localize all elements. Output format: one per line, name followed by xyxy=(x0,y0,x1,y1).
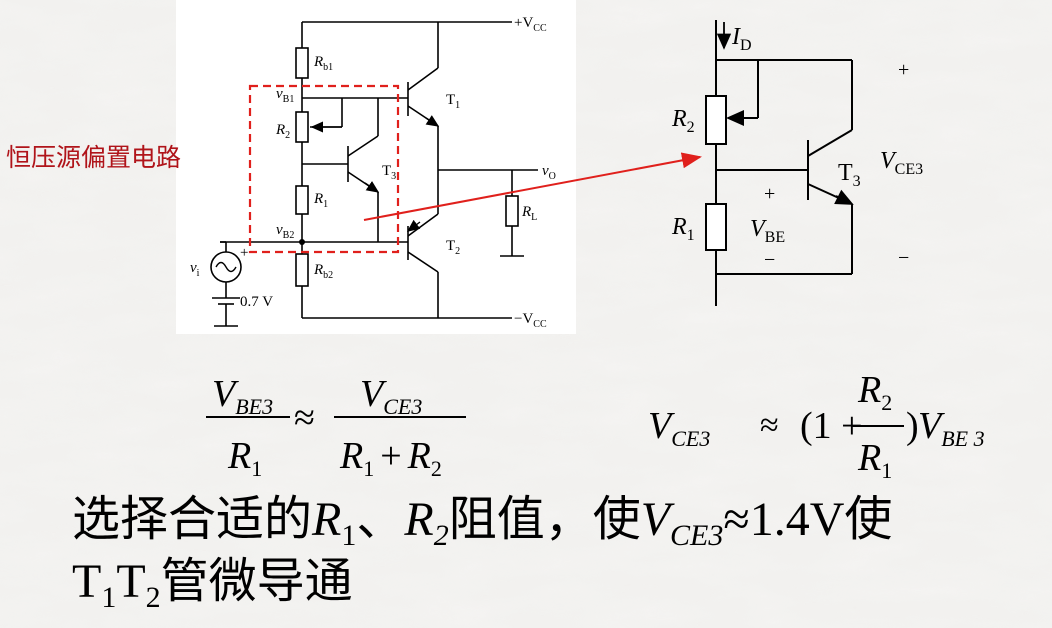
svg-text:≈: ≈ xyxy=(294,397,315,439)
svg-text:R1: R1 xyxy=(857,437,892,483)
resistor-rl xyxy=(505,195,519,227)
svg-text:Rb1: Rb1 xyxy=(313,54,333,73)
resistor-r2 xyxy=(295,111,309,143)
svg-text:R2: R2 xyxy=(857,369,892,415)
r1-label: R xyxy=(313,191,323,207)
vb2-label: v xyxy=(276,222,283,238)
t3-emitter-arrow-right xyxy=(834,189,854,205)
node-vb2 xyxy=(299,239,305,245)
svg-text:VBE 3: VBE 3 xyxy=(918,405,985,451)
explanation-line-2: T1T2管微导通 xyxy=(72,555,353,614)
t3-emitter-arrow xyxy=(364,181,380,193)
rl-label: R xyxy=(521,204,531,220)
rb2-label: R xyxy=(313,262,323,278)
resistor-rb1 xyxy=(295,47,309,79)
vcc-plus-label: +V xyxy=(514,15,533,31)
svg-text:+VCC: +VCC xyxy=(514,15,547,34)
svg-text:−VCC: −VCC xyxy=(514,311,547,330)
vbe-minus-label: − xyxy=(764,249,775,271)
vbe-plus-label: + xyxy=(764,183,775,205)
sine-icon xyxy=(215,261,237,273)
svg-text:T2: T2 xyxy=(446,238,460,257)
svg-text:R2: R2 xyxy=(671,106,695,136)
bias-circuit-box xyxy=(248,84,400,254)
formula-vce3: VCE3 ≈ (1 + R2 R1 ) VBE 3 xyxy=(648,369,985,483)
vce-plus-label: + xyxy=(898,59,909,81)
vo-label: v xyxy=(542,163,549,179)
resistor-rb2 xyxy=(295,253,309,287)
r1-right-label: R xyxy=(671,214,687,240)
svg-text:VBE: VBE xyxy=(750,216,785,246)
t2-label: T xyxy=(446,238,455,254)
t3-label: T xyxy=(382,163,391,179)
svg-text:VCE3: VCE3 xyxy=(360,373,422,419)
svg-text:vi: vi xyxy=(190,260,200,279)
svg-text:): ) xyxy=(906,405,919,447)
t1-emitter-arrow xyxy=(425,115,440,127)
id-label: I xyxy=(731,24,741,50)
left-circuit-wires xyxy=(212,21,538,327)
vi-plus-label: + xyxy=(240,245,248,261)
vcc-minus-label: −V xyxy=(514,311,533,327)
vb1-label: v xyxy=(276,86,283,102)
resistor-r1 xyxy=(295,185,309,215)
svg-text:R1+R2: R1+R2 xyxy=(339,435,442,481)
svg-text:VCE3: VCE3 xyxy=(880,148,923,178)
vi-label: v xyxy=(190,260,197,276)
svg-text:vB1: vB1 xyxy=(276,86,294,105)
svg-text:≈: ≈ xyxy=(760,407,779,444)
circuit-panel xyxy=(176,0,576,334)
resistor-r1-right xyxy=(705,203,727,251)
svg-text:T3: T3 xyxy=(838,160,861,190)
formula-ratio: VBE3 R1 ≈ VCE3 R1+R2 xyxy=(206,373,466,481)
r2-label: R xyxy=(275,122,285,138)
svg-text:T3: T3 xyxy=(382,163,396,182)
t1-label: T xyxy=(446,92,455,108)
vce3-label: V xyxy=(880,148,897,174)
svg-text:Rb2: Rb2 xyxy=(313,262,333,281)
svg-text:RL: RL xyxy=(521,204,537,223)
rb1-label: R xyxy=(313,54,323,70)
t2-emitter-arrow xyxy=(406,219,421,232)
svg-text:R1: R1 xyxy=(227,435,262,481)
bias-circuit-label: 恒压源偏置电路 xyxy=(6,143,182,172)
svg-text:ID: ID xyxy=(731,24,752,54)
zoom-arrow xyxy=(363,152,702,221)
svg-text:vO: vO xyxy=(542,163,556,182)
resistor-r2-right xyxy=(705,95,727,145)
t3-right-label: T xyxy=(838,160,853,186)
svg-text:R1: R1 xyxy=(313,191,328,210)
r2-right-label: R xyxy=(671,106,687,132)
svg-text:vB2: vB2 xyxy=(276,222,294,241)
explanation-text: 选择合适的R1、R2阻值，使VCE3≈1.4V使 T1T2管微导通 xyxy=(72,492,893,614)
svg-text:R1: R1 xyxy=(671,214,695,244)
svg-text:VCE3: VCE3 xyxy=(648,405,710,451)
vce-minus-label: − xyxy=(898,247,909,269)
svg-text:VBE3: VBE3 xyxy=(212,373,273,419)
svg-text:T1: T1 xyxy=(446,92,460,111)
svg-text:R2: R2 xyxy=(275,122,290,141)
vbe-label: V xyxy=(750,216,767,242)
explanation-line-1: 选择合适的R1、R2阻值，使VCE3≈1.4V使 xyxy=(72,493,893,552)
right-circuit-wires xyxy=(715,20,853,306)
battery-label: 0.7 V xyxy=(240,294,273,310)
